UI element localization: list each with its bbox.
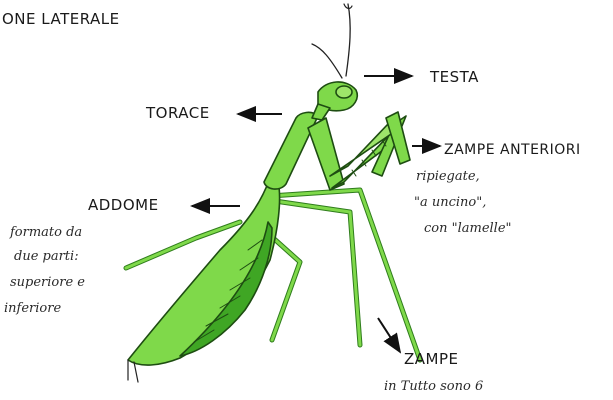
note-addome-line-3: superiore e [10, 275, 85, 290]
note-zampe-anteriori-line-3: con "lamelle" [424, 221, 512, 236]
note-addome-line-2: due parti: [14, 249, 79, 264]
note-addome-line-4: inferiore [4, 301, 61, 316]
note-addome-line-1: formato da [9, 225, 82, 240]
label-zampe-anteriori: ZAMPE ANTERIORI [444, 142, 581, 158]
label-torace: TORACE [145, 104, 210, 122]
thorax [264, 112, 318, 189]
note-zampe: in Tutto sono 6 [384, 379, 483, 394]
note-zampe-anteriori-line-2: "a uncino", [414, 195, 486, 210]
antenna-right [346, 4, 350, 76]
label-zampe: ZAMPE [404, 350, 459, 368]
middle-leg-1 [268, 200, 360, 345]
label-testa: TESTA [429, 68, 479, 86]
arrow-zampe [378, 318, 400, 352]
diagram-title: ONE LATERALE [2, 10, 120, 28]
front-leg-coxa [308, 118, 344, 190]
mantis-illustration [126, 4, 420, 382]
antenna-left [312, 44, 342, 78]
eye [336, 86, 352, 98]
note-addome: formato da due parti: superiore e inferi… [4, 225, 85, 316]
middle-leg-2 [270, 190, 420, 360]
note-zampe-anteriori: ripiegate, "a uncino", con "lamelle" [414, 169, 512, 236]
note-zampe-anteriori-line-1: ripiegate, [416, 169, 480, 184]
label-addome: ADDOME [88, 196, 159, 214]
note-zampe-line-1: in Tutto sono 6 [384, 379, 483, 394]
